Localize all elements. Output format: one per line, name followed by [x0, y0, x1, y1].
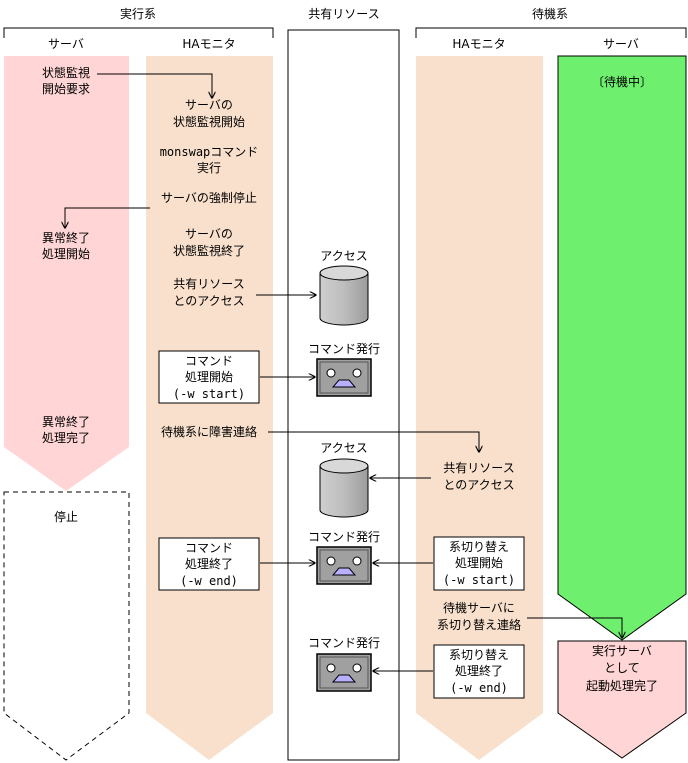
section-standby-label: 待機系 — [532, 6, 568, 21]
shared-access2-label: アクセス — [320, 441, 367, 455]
disk-icon — [319, 458, 369, 518]
force-stop-label: サーバの強制停止 — [161, 190, 257, 205]
started-line1: 実行サーバ — [592, 643, 652, 658]
ha-access-line1: 共有リソース — [173, 277, 244, 291]
monswap-line2: 実行 — [197, 160, 221, 175]
col-active-ha-label: HAモニタ — [182, 37, 235, 51]
col-active-server-label: サーバ — [48, 37, 84, 51]
active-bracket — [3, 27, 274, 38]
abnormal-start-line2: 処理開始 — [42, 247, 90, 261]
cmd-end-line3: (-w end) — [180, 574, 238, 588]
ha-monitor-end-line2: 状態監視終了 — [173, 243, 245, 258]
col-standby-server-label: サーバ — [603, 37, 639, 51]
notify-failure-label: 待機系に障害連絡 — [161, 424, 257, 439]
switch-end-line3: (-w end) — [450, 681, 508, 695]
started-line2: として — [604, 661, 640, 675]
standby-server-started-lane — [557, 640, 687, 759]
monitor-request-line2: 開始要求 — [42, 82, 90, 96]
switch-start-line1: 系切り替え — [449, 540, 509, 554]
disk-icon — [319, 265, 369, 326]
section-active-label: 実行系 — [120, 6, 156, 21]
switch-start-line3: (-w start) — [443, 573, 515, 587]
cmd-end-line2: 処理終了 — [185, 556, 233, 571]
monswap-line1: monswapコマンド — [160, 145, 259, 159]
active-server-stopped-lane — [3, 491, 130, 761]
cmd-start-line3: (-w start) — [173, 387, 245, 401]
device-icon — [316, 653, 372, 692]
arrow-force-stop — [65, 207, 150, 228]
arrow-monitor-request — [97, 73, 212, 98]
col-standby-ha-label: HAモニタ — [452, 37, 505, 51]
abnormal-done-line1: 異常終了 — [42, 414, 90, 429]
ha-monitor-end-line1: サーバの — [185, 227, 233, 241]
notify-switch-line2: 系切り替え連絡 — [437, 617, 521, 632]
ha-monitor-start-line1: サーバの — [185, 98, 233, 112]
notify-switch-line1: 待機サーバに — [443, 600, 515, 615]
standby-server-lane — [557, 55, 687, 641]
device-icon — [316, 358, 372, 397]
shared-cmd2-label: コマンド発行 — [308, 530, 380, 544]
ha-access-line2: とのアクセス — [173, 294, 244, 308]
shared-access1-label: アクセス — [320, 249, 367, 263]
switch-end-line2: 処理終了 — [455, 663, 503, 678]
cmd-start-box — [158, 350, 260, 404]
switch-end-line1: 系切り替え — [449, 648, 509, 662]
abnormal-start-line1: 異常終了 — [42, 230, 90, 245]
cmd-start-line1: コマンド — [185, 354, 233, 368]
waiting-label: 〔待機中〕 — [592, 74, 652, 89]
abnormal-done-line2: 処理完了 — [42, 430, 90, 445]
cmd-end-line1: コマンド — [185, 541, 233, 555]
ha-monitor-start-line2: 状態監視開始 — [173, 114, 245, 129]
cmd-end-box — [158, 537, 260, 591]
stopped-label: 停止 — [54, 509, 78, 524]
cmd-start-line2: 処理開始 — [185, 370, 233, 384]
section-shared-label: 共有リソース — [308, 7, 379, 21]
switch-end-box — [433, 644, 525, 699]
started-line3: 起動処理完了 — [586, 678, 658, 693]
switch-start-box — [433, 536, 525, 591]
standby-access-line1: 共有リソース — [443, 461, 514, 475]
switch-start-line2: 処理開始 — [455, 556, 503, 570]
shared-cmd1-label: コマンド発行 — [308, 342, 380, 356]
standby-access-line2: とのアクセス — [443, 478, 514, 492]
shared-cmd3-label: コマンド発行 — [308, 636, 380, 650]
arrow-notify-switch — [527, 617, 622, 638]
active-server-lane — [4, 56, 129, 491]
monitor-request-line1: 状態監視 — [42, 65, 90, 80]
standby-bracket — [415, 27, 687, 38]
device-icon — [316, 546, 372, 585]
arrow-notify-failure — [268, 431, 479, 452]
